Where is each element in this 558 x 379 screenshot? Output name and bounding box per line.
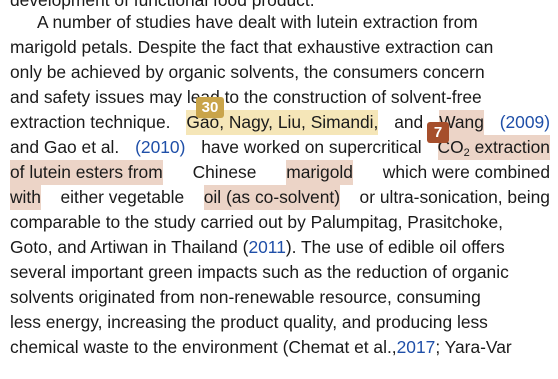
line-2-text: marigold petals. Despite the fact that e… bbox=[10, 37, 494, 57]
citation-link-2017[interactable]: 2017 bbox=[396, 337, 436, 357]
line-8-text-b: or ultra-sonication, being bbox=[359, 187, 550, 207]
paragraph-line-1: A number of studies have dealt with lute… bbox=[37, 12, 478, 32]
line-10-text: Goto, and Artiwan in Thailand (2011). Th… bbox=[10, 237, 505, 257]
line-7-text-a: Chinese bbox=[192, 162, 257, 182]
line-3-text: only be achieved by organic solvents, th… bbox=[10, 62, 485, 82]
line-13-text: less energy, increasing the product qual… bbox=[10, 312, 488, 332]
line-12-text: solvents originated from non-renewable r… bbox=[10, 287, 481, 307]
paragraph-line-6: and Gao et al. (2010) have worked on sup… bbox=[10, 135, 550, 160]
highlight-co2-extraction[interactable]: CO2 extraction bbox=[437, 135, 550, 160]
highlight-wang[interactable]: Wang bbox=[439, 110, 484, 135]
line-6-text-b: have worked on supercritical bbox=[201, 137, 422, 157]
paragraph-line-3: only be achieved by organic solvents, th… bbox=[10, 60, 550, 85]
paragraph-line-4: and safety issues may lead to the constr… bbox=[10, 85, 550, 110]
paragraph-line-11: several important green impacts such as … bbox=[10, 260, 550, 285]
paragraph-line-12: solvents originated from non-renewable r… bbox=[10, 285, 550, 310]
paragraph-line-14: chemical waste to the environment (Chema… bbox=[10, 337, 512, 357]
highlight-oil-co-solvent[interactable]: oil (as co-solvent) bbox=[203, 185, 341, 210]
paragraph-line-10: Goto, and Artiwan in Thailand (2011). Th… bbox=[10, 235, 550, 260]
highlight-marigold[interactable]: marigold bbox=[286, 160, 353, 185]
highlight-citation-authors[interactable]: Gao, Nagy, Liu, Simandi, bbox=[186, 110, 379, 135]
previous-line-fragment: development of functional food product. bbox=[10, 0, 315, 10]
citation-link-2011[interactable]: 2011 bbox=[248, 237, 286, 257]
paragraph-line-13: less energy, increasing the product qual… bbox=[10, 310, 550, 335]
highlight-with[interactable]: with bbox=[10, 185, 41, 210]
citation-link-2010[interactable]: (2010) bbox=[135, 137, 186, 157]
annotation-marker-7[interactable]: 7 bbox=[427, 122, 449, 143]
line-11-text: several important green impacts such as … bbox=[10, 262, 509, 282]
paragraph-line-7: of lutein esters from Chinese marigold w… bbox=[10, 160, 550, 185]
paragraph-line-2: marigold petals. Despite the fact that e… bbox=[10, 35, 550, 60]
citation-link-2009[interactable]: (2009) bbox=[499, 112, 550, 132]
line-7-text-b: which were combined bbox=[382, 162, 550, 182]
line-4-text: and safety issues may lead to the constr… bbox=[10, 87, 482, 107]
line-5-text-and: and bbox=[394, 112, 424, 132]
line-5-text-a: extraction technique. bbox=[10, 112, 171, 132]
paragraph-line-5: extraction technique. Gao, Nagy, Liu, Si… bbox=[10, 110, 550, 135]
annotation-marker-30[interactable]: 30 bbox=[196, 97, 224, 118]
line-9-text: comparable to the study carried out by P… bbox=[10, 212, 503, 232]
paragraph-line-8: with either vegetable oil (as co-solvent… bbox=[10, 185, 550, 210]
paragraph-line-9: comparable to the study carried out by P… bbox=[10, 210, 550, 235]
line-6-text-a: and Gao et al. bbox=[10, 137, 120, 157]
highlight-lutein-esters[interactable]: of lutein esters from bbox=[10, 160, 163, 185]
line-8-text-a: either vegetable bbox=[60, 187, 185, 207]
